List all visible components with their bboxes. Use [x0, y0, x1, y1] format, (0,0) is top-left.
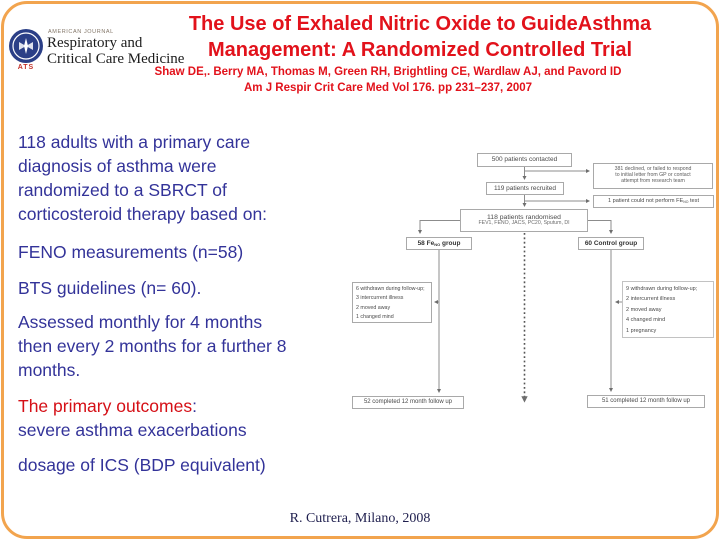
- ats-emblem-icon: [9, 29, 43, 63]
- paragraph-line: corticosteroid therapy based on:: [18, 204, 268, 224]
- box-label: 1 patient could not perform FENO test: [608, 198, 699, 204]
- flowchart-box-completed-control: 51 completed 12 month follow up: [587, 395, 705, 408]
- box-line: 2 moved away: [356, 304, 391, 311]
- paragraph-assessment: Assessed monthly for 4 months then every…: [18, 310, 286, 382]
- box-line: 1 pregnancy: [626, 327, 657, 334]
- label-pre: 58 Fe: [417, 239, 435, 247]
- title-line1: The Use of Exhaled Nitric Oxide to Guide…: [188, 13, 652, 35]
- box-line: attempt from research team: [621, 177, 685, 184]
- authors-line: Shaw DE,. Berry MA, Thomas M, Green RH, …: [154, 66, 622, 78]
- box-line: 9 withdrawn during follow-up;: [626, 286, 698, 292]
- box-label: 51 completed 12 month follow up: [601, 398, 691, 405]
- footer-credit: R. Cutrera, Milano, 2008: [289, 511, 431, 526]
- journal-title-line1: Respiratory and: [47, 35, 143, 51]
- label-post: test: [688, 198, 700, 205]
- paragraph-outcomes: The primary outcomes: severe asthma exac…: [18, 394, 247, 442]
- box-label: 500 patients contacted: [491, 156, 558, 164]
- flowchart-box-completed-feno: 52 completed 12 month follow up: [352, 396, 464, 409]
- label-sub: NO: [434, 241, 441, 247]
- outcomes-heading: The primary outcomes:: [18, 394, 247, 418]
- flowchart-box-randomised: 118 patients randomised FEV1, FENO, JACS…: [460, 209, 588, 232]
- paragraph-line: months.: [18, 360, 81, 380]
- dosage-line: dosage of ICS (BDP equivalent): [18, 455, 266, 475]
- paragraph-line: 118 adults with a primary care: [18, 132, 251, 152]
- flowchart-box-withdrawn-feno: 6 withdrawn during follow-up; 3 intercur…: [352, 282, 432, 323]
- flowchart-box-control-group: 60 Control group: [578, 237, 644, 250]
- title-line2: Management: A Randomized Controlled Tria…: [207, 39, 633, 61]
- journal-name-small: AMERICAN JOURNAL: [48, 29, 114, 35]
- box-line: 3 intercurrent illness: [356, 295, 404, 302]
- journal-title-line2: Critical Care Medicine: [47, 51, 185, 67]
- box-label: 58 FeNO group: [418, 240, 461, 248]
- box-line: 381 declined, or failed to respond: [614, 166, 692, 173]
- flowchart-box-could-not-perform: 1 patient could not perform FENO test: [593, 195, 714, 208]
- flowchart-box-withdrawn-control: 9 withdrawn during follow-up; 2 intercur…: [622, 281, 714, 338]
- paragraph-line: diagnosis of asthma were: [18, 156, 217, 176]
- box-line: 6 withdrawn during follow-up;: [356, 286, 425, 292]
- label-post: group: [440, 239, 461, 247]
- label-pre: 1 patient could not perform FE: [607, 198, 684, 205]
- box-line: 1 changed mind: [356, 313, 394, 320]
- feno-line: FENO measurements (n=58): [18, 242, 244, 262]
- paragraph-population: 118 adults with a primary care diagnosis…: [18, 130, 267, 226]
- outcomes-colon: :: [192, 396, 197, 416]
- outcomes-label: The primary outcomes: [18, 396, 193, 416]
- slide-title: The Use of Exhaled Nitric Oxide to Guide…: [122, 11, 718, 63]
- box-label: 119 patients recruited: [493, 184, 557, 192]
- box-line: 118 patients randomised: [487, 213, 561, 221]
- outcomes-line2: severe asthma exacerbations: [18, 420, 247, 440]
- paragraph-line: randomized to a SBRCT of: [18, 180, 227, 200]
- box-label: 60 Control group: [584, 239, 638, 247]
- box-line: 2 intercurrent illness: [626, 296, 676, 303]
- flowchart-box-feno-group: 58 FeNO group: [406, 237, 472, 250]
- flowchart-box-contacted: 500 patients contacted: [477, 153, 572, 167]
- box-line: FEV1, FENO, JACS, PC20, Sputum, DI: [478, 220, 570, 227]
- paragraph-line: Assessed monthly for 4 months: [18, 312, 263, 332]
- label-sub: NO: [683, 200, 689, 205]
- box-line: 4 changed mind: [626, 317, 666, 324]
- flowchart-box-declined: 381 declined, or failed to respond to in…: [593, 163, 713, 189]
- box-label: 52 completed 12 month follow up: [363, 399, 453, 406]
- flowchart-box-recruited: 119 patients recruited: [486, 182, 564, 195]
- bts-line: BTS guidelines (n= 60).: [18, 278, 202, 298]
- ats-label: ATS: [17, 64, 35, 71]
- box-line: to initial letter from GP or contact: [615, 172, 691, 179]
- citation-line: Am J Respir Crit Care Med Vol 176. pp 23…: [243, 82, 533, 94]
- paragraph-line: then every 2 months for a further 8: [18, 336, 287, 356]
- box-line: 2 moved away: [626, 306, 662, 313]
